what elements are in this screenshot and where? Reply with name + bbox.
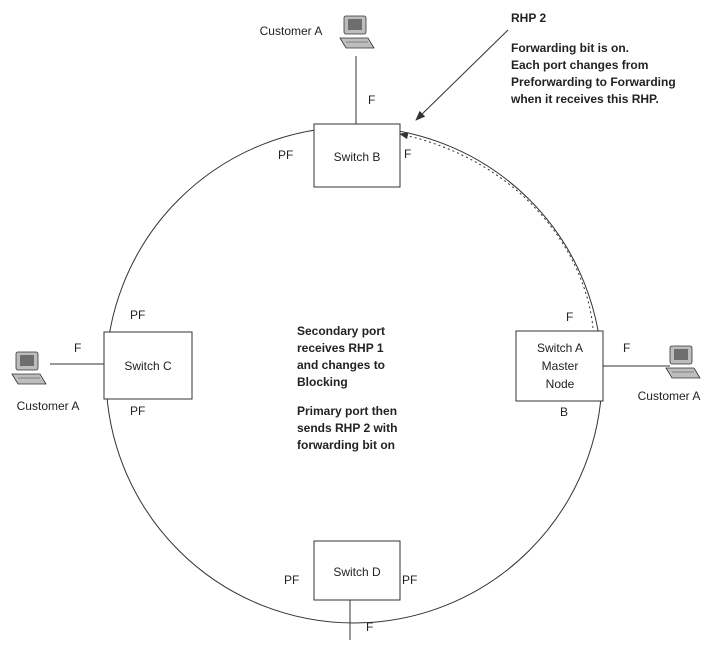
center-text-7: forwarding bit on — [297, 438, 395, 452]
port-label-b-right: F — [404, 147, 411, 161]
computer-icon — [339, 15, 375, 49]
switch-b[interactable]: Switch B — [313, 123, 401, 188]
callout-line-1: Forwarding bit is on. — [511, 41, 629, 55]
switch-c-label: Switch C — [124, 359, 172, 373]
callout-rhp2: RHP 2 Forwarding bit is on. Each port ch… — [510, 11, 676, 106]
computer-icon — [11, 351, 47, 385]
switch-b-box — [313, 123, 401, 188]
port-label-c-bottom: PF — [130, 404, 145, 418]
port-label-d-left: PF — [284, 573, 299, 587]
switch-a-role-label-2: Node — [546, 377, 575, 391]
customer-label-top: Customer A — [260, 24, 323, 38]
port-label-a-right: F — [623, 341, 630, 355]
port-label-a-bottom: B — [560, 405, 568, 419]
port-label-c-top: PF — [130, 308, 145, 322]
switch-a-role-label: Master — [542, 359, 579, 373]
callout-title: RHP 2 — [511, 11, 546, 25]
center-text-3: and changes to — [297, 358, 385, 372]
customer-label-right: Customer A — [638, 389, 701, 403]
center-annotation: Secondary port receives RHP 1 and change… — [297, 324, 397, 452]
center-text-4: Blocking — [297, 375, 348, 389]
switch-b-label: Switch B — [334, 150, 381, 164]
port-label-d-bottom: F — [366, 620, 373, 634]
port-label-b-left: PF — [278, 148, 293, 162]
switch-d-box — [313, 540, 401, 601]
switch-a-label: Switch A — [537, 341, 583, 355]
switch-c[interactable]: Switch C — [103, 331, 193, 400]
switch-a-master-node[interactable]: Switch A Master Node — [515, 330, 604, 402]
rhp-path-dotted-arrow — [399, 132, 594, 329]
callout-line-3: Preforwarding to Forwarding — [511, 75, 676, 89]
callout-line-2: Each port changes from — [511, 58, 648, 72]
callout-line-4: when it receives this RHP. — [510, 92, 659, 106]
port-label-b-top: F — [368, 93, 375, 107]
port-label-c-left: F — [74, 341, 81, 355]
center-text-5: Primary port then — [297, 404, 397, 418]
center-text-6: sends RHP 2 with — [297, 421, 397, 435]
port-label-d-right: PF — [402, 573, 417, 587]
port-label-a-top: F — [566, 310, 573, 324]
switch-d-label: Switch D — [333, 565, 381, 579]
center-text-2: receives RHP 1 — [297, 341, 384, 355]
computer-icon — [665, 345, 701, 379]
callout-arrow-solid — [415, 29, 509, 121]
customer-label-left: Customer A — [17, 399, 80, 413]
center-text-1: Secondary port — [297, 324, 385, 338]
switch-c-box — [103, 331, 193, 400]
switch-d[interactable]: Switch D — [313, 540, 401, 601]
switch-a-box — [515, 330, 604, 402]
